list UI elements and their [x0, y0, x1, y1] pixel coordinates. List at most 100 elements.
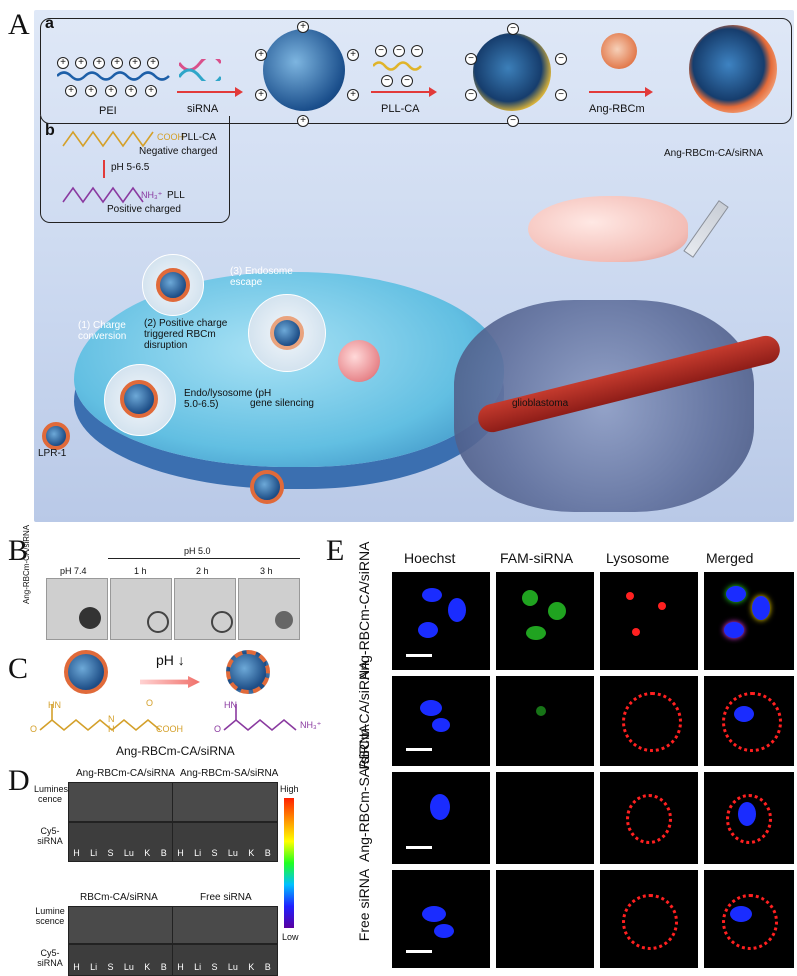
- carboxyl-label: COOH: [157, 132, 184, 142]
- e-r1-merged: [704, 572, 794, 670]
- o-label-3: O: [214, 724, 222, 734]
- pll-chemical-structure: [223, 704, 297, 732]
- time-3h: 3 h: [260, 566, 273, 576]
- e-r2-lysosome: [600, 676, 698, 766]
- organ-b: B: [264, 962, 271, 972]
- negative-charged-label: Negative charged: [139, 146, 218, 157]
- d-row-cy5-1: Cy5- siRNA: [37, 826, 63, 846]
- step1-label: (1) Charge conversion: [78, 320, 127, 342]
- intact-nanoparticle: [64, 650, 108, 694]
- cooh-label: COOH: [156, 724, 183, 734]
- d-image-lum-4: [172, 906, 278, 944]
- sirna-helix-icon: [179, 59, 221, 81]
- organ-b: B: [264, 848, 271, 858]
- organ-li: Li: [90, 962, 98, 972]
- organ-lu: Lu: [123, 962, 134, 972]
- panel-b-row-label: Ang-RBCm-CA/siRNA: [22, 524, 31, 604]
- syringe-icon: [683, 200, 729, 258]
- scale-bar: [406, 950, 432, 953]
- d-image-cy5-1: [68, 822, 174, 862]
- amine-label: NH₃⁺: [141, 190, 163, 200]
- e-r1-fam: [496, 572, 594, 670]
- final-nanoparticle: [689, 25, 777, 113]
- col-merged: Merged: [706, 550, 754, 566]
- gene-silencing-label: gene silencing: [250, 398, 314, 409]
- col-lysosome: Lysosome: [606, 550, 670, 566]
- lpr1-label: LPR-1: [38, 448, 67, 459]
- organ-k: K: [248, 848, 255, 858]
- e-r4-fam: [496, 870, 594, 968]
- row-label-4: Free siRNA: [356, 868, 372, 942]
- d-row-lum-2: Lumine scence: [35, 906, 65, 926]
- d-image-lum-3: [68, 906, 174, 944]
- o-label-1: O: [30, 724, 38, 734]
- scale-bar: [406, 748, 432, 751]
- time-1h: 1 h: [134, 566, 147, 576]
- organ-b: B: [160, 962, 167, 972]
- nh3-label: NH₃⁺: [300, 720, 322, 730]
- d-title-4: Free siRNA: [200, 892, 252, 903]
- colorbar-low: Low: [282, 932, 299, 942]
- e-r4-hoechst: [392, 870, 490, 968]
- panel-c-letter: C: [8, 652, 29, 685]
- h-label: H: [108, 724, 115, 734]
- tem-image-2h: [174, 578, 236, 640]
- sub-label-a: a: [45, 15, 54, 32]
- e-r3-merged: [704, 772, 794, 864]
- panel-d-letter: D: [8, 764, 30, 797]
- organ-s: S: [211, 848, 218, 858]
- organ-k: K: [248, 962, 255, 972]
- time-2h: 2 h: [196, 566, 209, 576]
- d-title-3: RBCm-CA/siRNA: [80, 892, 158, 903]
- organ-lu: Lu: [123, 848, 134, 858]
- col-fam-sirna: FAM-siRNA: [500, 550, 574, 566]
- e-r1-lysosome: [600, 572, 698, 670]
- col-hoechst: Hoechst: [404, 550, 456, 566]
- step2-label: (2) Positive charge triggered RBCm disru…: [144, 318, 228, 351]
- hn-left-label: HN: [48, 700, 61, 710]
- pllca-formula-label: PLL-CA: [181, 132, 217, 143]
- vesicle-core-3: [120, 380, 158, 418]
- pllca-strand-icon: [373, 61, 422, 71]
- arrow-1: [177, 87, 243, 97]
- organ-s: S: [211, 962, 218, 972]
- ph-down-label: pH ↓: [156, 652, 185, 668]
- ph-range-label: pH 5-6.5: [111, 162, 150, 173]
- lysosome-icon: [338, 340, 380, 382]
- organ-k: K: [144, 962, 151, 972]
- e-r3-lysosome: [600, 772, 698, 864]
- e-r2-hoechst: [392, 676, 490, 766]
- scale-bar: [406, 846, 432, 849]
- pei-sirna-complex: [263, 29, 345, 111]
- panel-b-letter: B: [8, 534, 29, 567]
- e-r2-merged: [704, 676, 794, 766]
- step3-label: (3) Endosome escape: [230, 266, 293, 288]
- synthesis-box: a ++++++ +++++ PEI siRNA ++++++ −−− −− P…: [40, 15, 792, 127]
- organ-k: K: [144, 848, 151, 858]
- organ-s: S: [107, 848, 114, 858]
- pei-label: PEI: [99, 105, 117, 117]
- panel-a-figure: a ++++++ +++++ PEI siRNA ++++++ −−− −− P…: [34, 10, 794, 522]
- panel-c-caption: Ang-RBCm-CA/siRNA: [116, 744, 235, 758]
- ph-down-arrow: [103, 160, 105, 178]
- e-r4-merged: [704, 870, 794, 968]
- pllca-structure-icon: [62, 130, 154, 148]
- lpr1-particle: [42, 422, 70, 450]
- hn-right-label: HN: [224, 700, 237, 710]
- ph50-bracket: [108, 558, 300, 559]
- endocytosis-particle: [250, 470, 284, 504]
- positive-charged-label: Positive charged: [107, 204, 181, 215]
- vesicle-core-2: [270, 316, 304, 350]
- organ-b: B: [160, 848, 167, 858]
- tem-image-3h: [238, 578, 300, 640]
- endolysosome-label: Endo/lysosome (pH 5.0-6.5): [184, 388, 272, 410]
- intensity-colorbar: [284, 798, 294, 928]
- pei-strand-icon: [57, 71, 170, 81]
- pllca-chemical-structure: [39, 704, 161, 732]
- organ-h: H: [73, 962, 80, 972]
- organ-h: H: [177, 962, 184, 972]
- colorbar-high: High: [280, 784, 299, 794]
